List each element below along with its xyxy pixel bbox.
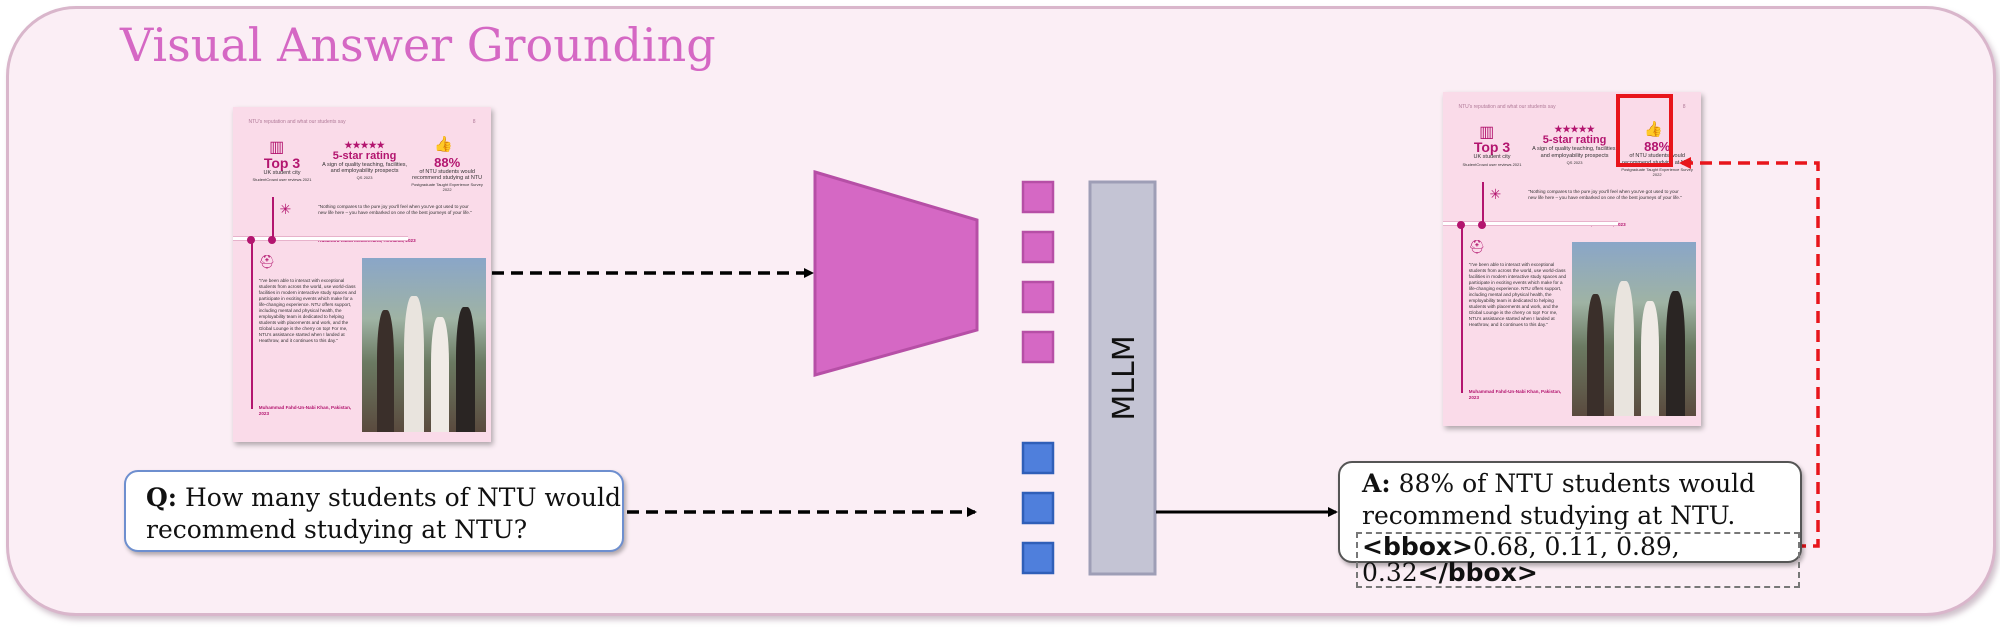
headset-icon: ⛑ — [1468, 238, 1486, 254]
stat-rating-label: A sign of quality teaching, facilities, … — [322, 161, 408, 174]
doc-page-number: 8 — [1682, 103, 1686, 110]
person-4 — [1666, 290, 1685, 416]
timeline-bar — [233, 235, 409, 241]
answer-label: A: — [1362, 469, 1391, 498]
stat-rating: ★★★★★ 5-star rating A sign of quality te… — [321, 139, 409, 181]
stat-rating-value: 5-star rating — [332, 149, 397, 162]
grounding-highlight-box — [1615, 93, 1673, 168]
timeline-dot-1 — [247, 235, 256, 244]
quote-2: "I've been able to interact with excepti… — [1468, 262, 1567, 328]
timeline-vertical-2 — [1481, 182, 1484, 226]
stat-top3-source: StudentCrowd user reviews 2021 — [252, 176, 312, 182]
stat-88-source: Postgraduate Taught Experience Survey 20… — [411, 182, 483, 192]
doc-page-number: 8 — [472, 118, 476, 125]
visual-token — [1021, 180, 1055, 214]
stat-88-value: 88% — [434, 154, 461, 170]
thumbs-up-icon: 👍 — [1644, 121, 1663, 139]
stat-88-value: 88% — [1644, 139, 1671, 155]
text-token — [1021, 441, 1055, 475]
mllm-block — [1088, 180, 1157, 576]
buildings-icon: ▥ — [1479, 124, 1495, 142]
quote-1: "Nothing compares to the pure joy you'll… — [318, 204, 472, 216]
stat-top3-source: StudentCrowd user reviews 2021 — [1462, 161, 1522, 167]
answer-text: 88% of NTU students would recommend stud… — [1362, 469, 1756, 530]
stat-top3-value: Top 3 — [263, 154, 301, 171]
person-1 — [376, 310, 395, 432]
vision-encoder — [813, 169, 979, 377]
doc-header: NTU's reputation and what our students s… — [1458, 103, 1556, 110]
visual-token — [1021, 330, 1055, 364]
stat-top3-value: Top 3 — [1473, 139, 1511, 156]
network-icon: ✳ — [1489, 185, 1502, 202]
person-2 — [404, 296, 424, 432]
stat-88-label: of NTU students would recommend studying… — [1622, 153, 1693, 166]
stat-top3: Top 3 UK student city StudentCrowd user … — [243, 156, 320, 183]
quote-1: "Nothing compares to the pure joy you'll… — [1528, 188, 1682, 200]
question-text: How many students of NTU would recommend… — [146, 483, 622, 544]
stat-rating-label: A sign of quality teaching, facilities, … — [1532, 146, 1618, 159]
person-1 — [1586, 294, 1605, 416]
bbox-tag: <bbox>0.68, 0.11, 0.89, 0.32</bbox> — [1356, 532, 1800, 588]
doc-header: NTU's reputation and what our students s… — [248, 118, 346, 125]
question-label: Q: — [146, 483, 178, 512]
students-photo — [1572, 242, 1696, 416]
quote-2: "I've been able to interact with excepti… — [258, 277, 357, 343]
timeline-dot-1 — [1457, 220, 1466, 229]
text-token — [1021, 541, 1055, 575]
answer-line: A: 88% of NTU students would recommend s… — [1362, 468, 1762, 532]
timeline-vertical-1 — [251, 241, 254, 409]
person-2 — [1614, 280, 1634, 416]
visual-token — [1021, 280, 1055, 314]
timeline-vertical-2 — [271, 197, 274, 241]
stat-rating-value: 5-star rating — [1542, 134, 1607, 147]
stat-rating-source: QS 2023 — [1566, 160, 1583, 166]
stat-88: 88% of NTU students would recommend stud… — [408, 156, 485, 193]
network-icon: ✳ — [279, 200, 292, 217]
stat-88: 88% of NTU students would recommend stud… — [1618, 140, 1695, 177]
person-3 — [431, 316, 449, 432]
timeline-bar — [1443, 220, 1619, 226]
stat-top3-label: UK student city — [263, 169, 301, 176]
stat-88-source: Postgraduate Taught Experience Survey 20… — [1621, 167, 1693, 177]
bbox-values: 0.68, 0.11, 0.89, 0.32 — [1362, 532, 1680, 587]
question-box: Q: How many students of NTU would recomm… — [124, 470, 624, 552]
timeline-dot-2 — [267, 235, 276, 244]
quote-2-author: Muhammad Fahd-Un-Nabi Khan, Pakistan, 20… — [258, 405, 352, 416]
buildings-icon: ▥ — [269, 139, 285, 157]
mllm-label: MLLM — [1107, 335, 1142, 420]
text-token — [1021, 491, 1055, 525]
stat-rating-source: QS 2023 — [356, 175, 373, 181]
visual-token — [1021, 230, 1055, 264]
stat-rating: ★★★★★ 5-star rating A sign of quality te… — [1531, 125, 1619, 165]
timeline-vertical-1 — [1461, 225, 1464, 393]
star-rating-icon: ★★★★★ — [344, 139, 385, 150]
stat-top3: Top 3 UK student city StudentCrowd user … — [1453, 140, 1530, 167]
output-document: NTU's reputation and what our students s… — [1443, 92, 1701, 426]
students-photo — [362, 257, 486, 432]
person-4 — [456, 306, 475, 432]
answer-box: A: 88% of NTU students would recommend s… — [1338, 461, 1802, 588]
timeline-dot-2 — [1477, 220, 1486, 229]
bbox-open-tag: <bbox> — [1362, 532, 1473, 561]
star-rating-icon: ★★★★★ — [1554, 124, 1595, 135]
thumbs-up-icon: 👍 — [434, 136, 453, 154]
headset-icon: ⛑ — [258, 254, 276, 270]
input-document: NTU's reputation and what our students s… — [233, 107, 491, 442]
bbox-close-tag: </bbox> — [1417, 558, 1538, 587]
stat-top3-label: UK student city — [1473, 154, 1511, 161]
person-3 — [1641, 301, 1659, 416]
stat-88-label: of NTU students would recommend studying… — [412, 168, 483, 181]
quote-2-author: Muhammad Fahd-Un-Nabi Khan, Pakistan, 20… — [1468, 389, 1562, 400]
figure-title: Visual Answer Grounding — [120, 18, 716, 72]
